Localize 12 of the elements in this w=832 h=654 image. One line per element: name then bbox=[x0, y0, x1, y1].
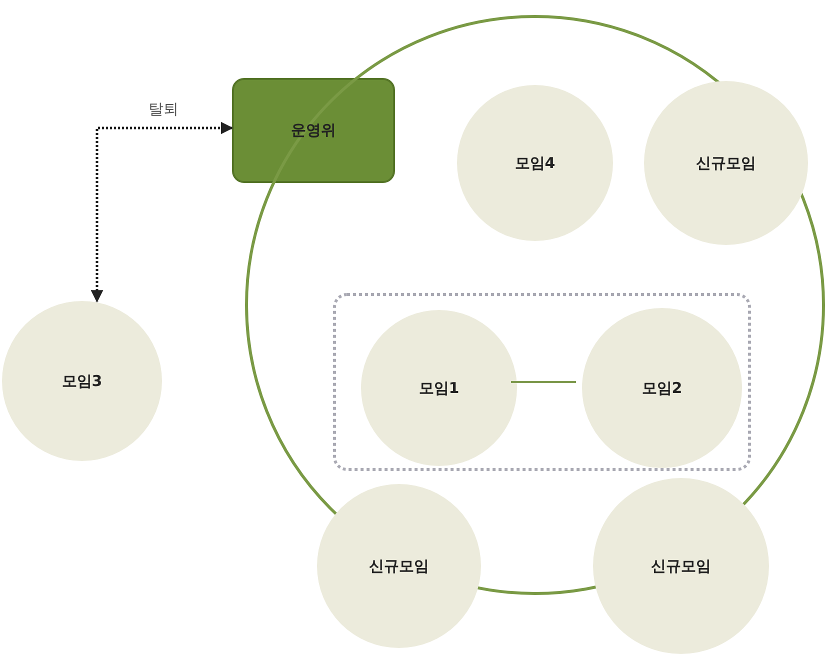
node-label: 모임1 bbox=[418, 378, 460, 398]
connector-line bbox=[511, 381, 576, 383]
node-label: 신규모임 bbox=[651, 556, 711, 576]
node-label: 모임3 bbox=[62, 372, 102, 390]
node-label: 운영위 bbox=[291, 121, 336, 140]
committee-box bbox=[232, 78, 395, 183]
node-label: 신규모임 bbox=[369, 556, 429, 576]
dotted-frame bbox=[333, 293, 751, 471]
node-label: 모임4 bbox=[514, 154, 556, 172]
node-label: 신규모임 bbox=[696, 154, 756, 172]
node-label: 모임2 bbox=[642, 378, 682, 398]
arrow bbox=[90, 122, 234, 303]
